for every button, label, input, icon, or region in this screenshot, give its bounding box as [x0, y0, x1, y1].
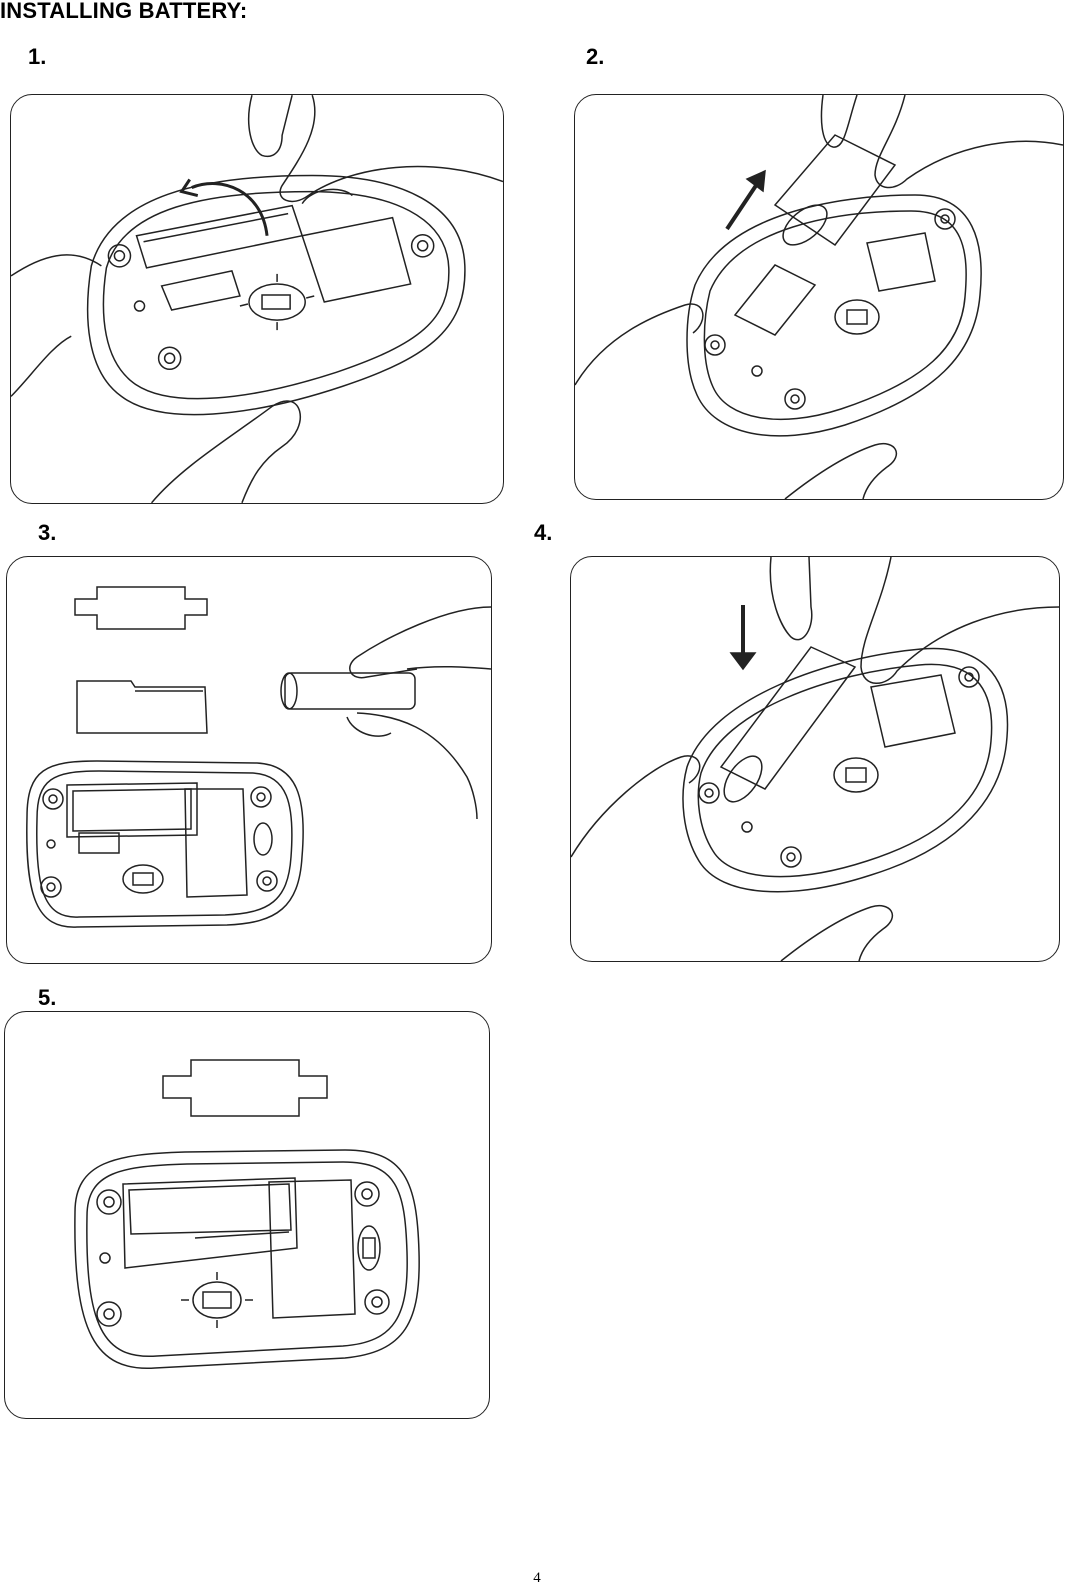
mouse-open-cover-drawing	[11, 95, 503, 503]
page-number: 4	[0, 1570, 1074, 1587]
step-3-illustration	[6, 556, 492, 964]
mouse-parts-drawing	[7, 557, 491, 963]
step-1-illustration	[10, 94, 504, 504]
step-5-label: 5.	[38, 985, 56, 1011]
mouse-insert-battery-drawing	[571, 557, 1059, 961]
page-title: INSTALLING BATTERY:	[0, 0, 247, 24]
step-2-illustration	[574, 94, 1064, 500]
step-1-label: 1.	[28, 44, 46, 70]
step-3-label: 3.	[38, 520, 56, 546]
mouse-remove-battery-drawing	[575, 95, 1063, 499]
step-2-label: 2.	[586, 44, 604, 70]
step-4-label: 4.	[534, 520, 552, 546]
mouse-cover-replace-drawing	[5, 1012, 489, 1418]
step-4-illustration	[570, 556, 1060, 962]
step-5-illustration	[4, 1011, 490, 1419]
